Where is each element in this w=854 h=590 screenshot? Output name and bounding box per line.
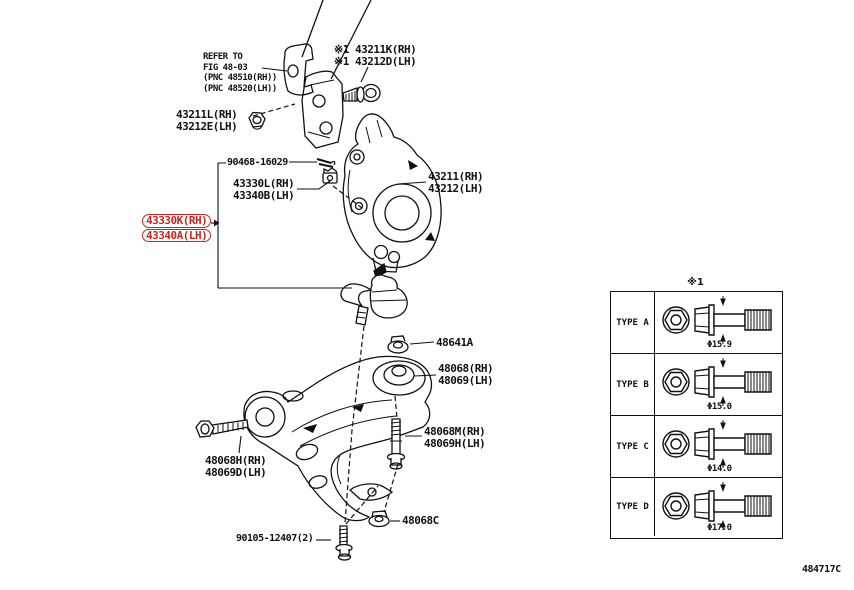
table-row-type-label: TYPE A (611, 292, 655, 354)
bolt-48068H (195, 419, 249, 438)
cotter-pin (316, 158, 336, 168)
label-48068[interactable]: 48068(RH) 48069(LH) (438, 362, 494, 387)
table-row-type-label: TYPE C (611, 416, 655, 478)
knuckle (342, 113, 442, 273)
bolt-48068M (386, 418, 406, 470)
table-row-type-label: TYPE B (611, 354, 655, 416)
lower-control-arm (243, 355, 433, 522)
label-48641A[interactable]: 48641A (436, 336, 473, 349)
table-row-bolt-cell: Φ14.0 (655, 416, 782, 478)
label-43211[interactable]: 43211(RH) 43212(LH) (428, 170, 484, 195)
label-43330K-highlighted[interactable]: 43330K(RH) 43340A(LH) (142, 214, 212, 243)
label-48068M[interactable]: 48068M(RH) 48069H(LH) (424, 425, 486, 450)
assembly-dashed-lines (252, 103, 399, 525)
table-row-type-label: TYPE D (611, 478, 655, 536)
nut-48068C (368, 510, 390, 528)
leader-lines (211, 66, 437, 541)
bolt-type-table: TYPE A Φ15.9 TYPE B Φ15.0 TYPE C Φ14.0 T… (610, 291, 783, 539)
ball-joint (340, 262, 408, 326)
bolt-diameter: Φ14.0 (707, 464, 732, 474)
label-90468-16029[interactable]: 90468-16029 (227, 157, 288, 168)
nut-43211L (248, 111, 266, 130)
refer-note: REFER TO FIG 48-03 (PNC 48510(RH)) (PNC … (203, 52, 277, 94)
strut-lower-bracket (301, 70, 344, 149)
label-48068C[interactable]: 48068C (402, 514, 439, 527)
label-43211L[interactable]: 43211L(RH) 43212E(LH) (176, 108, 238, 133)
label-43211K[interactable]: ※1 43211K(RH) ※1 43212D(LH) (334, 43, 417, 68)
bolt-90105 (335, 525, 353, 561)
nut-48641A (387, 335, 409, 354)
table-row-bolt-cell: Φ15.0 (655, 354, 782, 416)
table-row-bolt-cell: Φ15.9 (655, 292, 782, 354)
clamp-bracket (283, 43, 314, 96)
castle-nut (322, 167, 338, 184)
label-48068H[interactable]: 48068H(RH) 48069D(LH) (205, 454, 267, 479)
table-row-bolt-cell: Φ17.0 (655, 478, 782, 536)
figure-code: 484717C (802, 564, 841, 575)
bolt-diameter: Φ17.0 (707, 523, 732, 533)
bolt-diameter: Φ15.9 (707, 340, 732, 350)
label-90105-12407[interactable]: 90105-12407(2) (236, 533, 314, 544)
bolt-diameter: Φ15.0 (707, 402, 732, 412)
bolt-43211K (342, 83, 381, 103)
table-ref-mark: ※1 (687, 277, 704, 288)
strut-line-right (330, 0, 372, 80)
strut-line-left (301, 0, 324, 58)
label-43330L[interactable]: 43330L(RH) 43340B(LH) (233, 177, 295, 202)
